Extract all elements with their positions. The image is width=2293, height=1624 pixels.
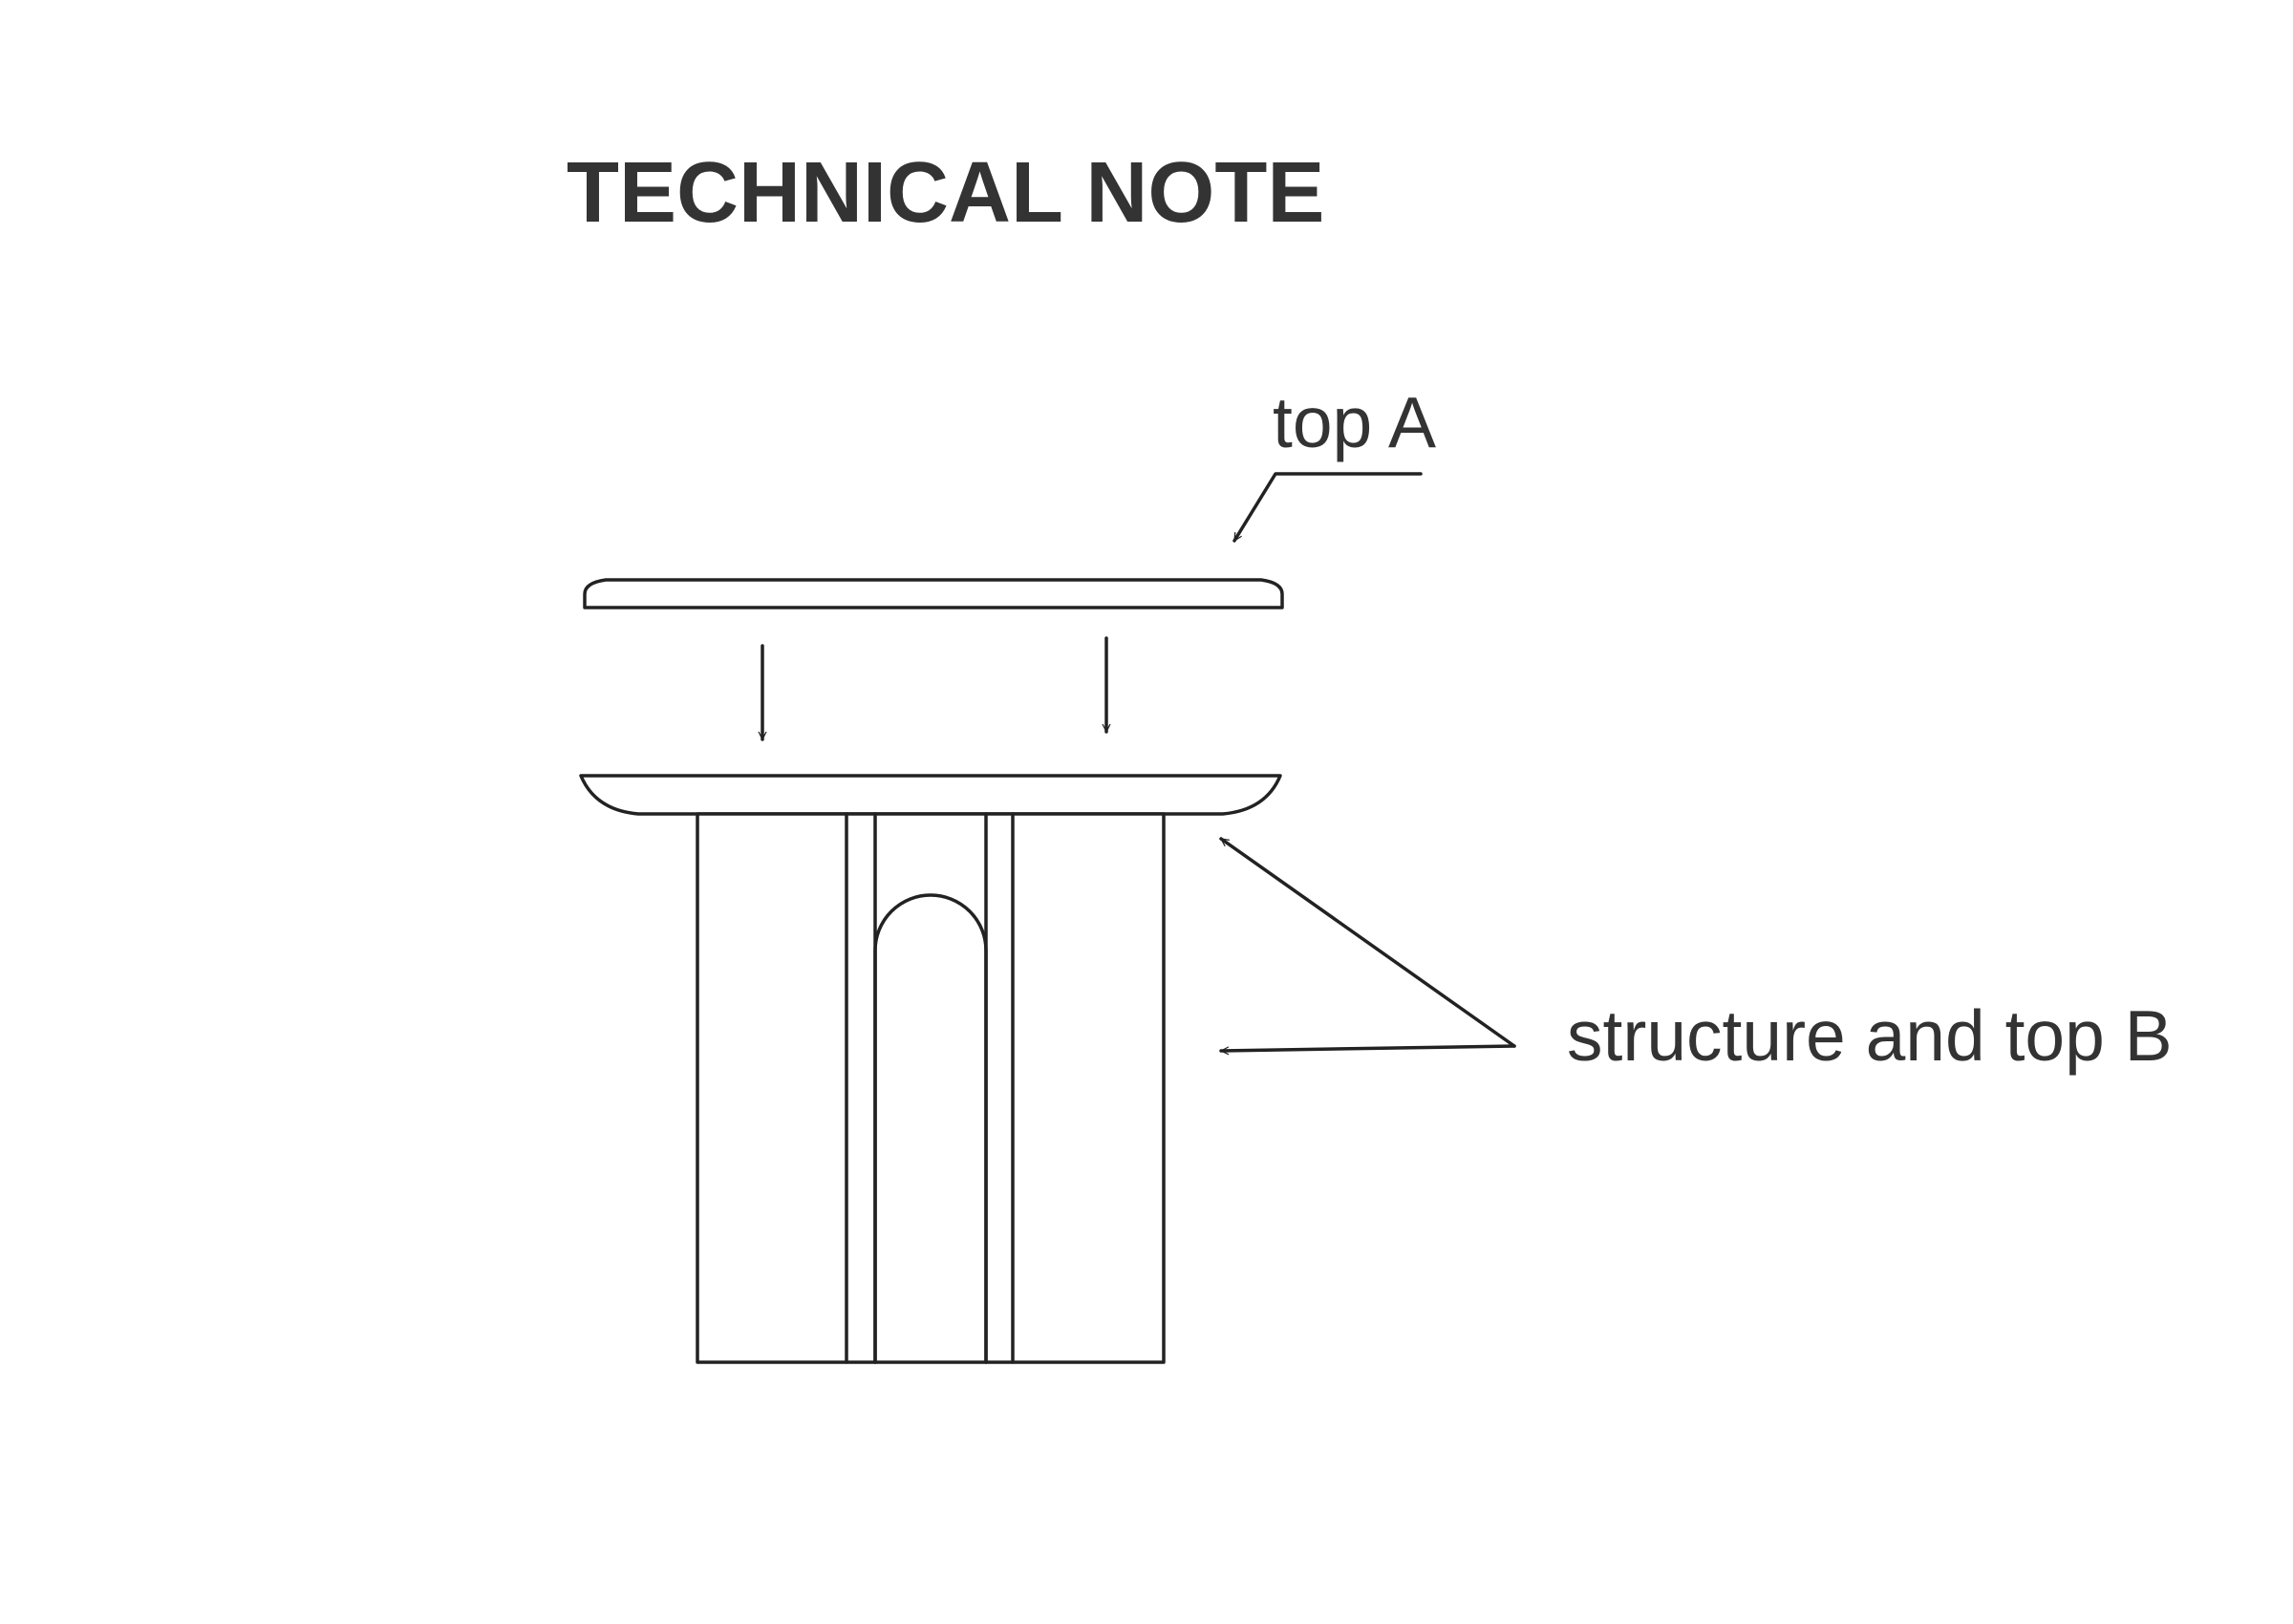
structure-body	[696, 812, 1166, 1364]
top-b-plate	[579, 774, 1282, 816]
structure-leader-arrow-lower	[1219, 1044, 1516, 1051]
structure-leader-arrow-upper	[1219, 837, 1516, 1048]
top-a-leader-arrow	[1232, 472, 1423, 543]
structure-arch-opening	[873, 893, 988, 1364]
label-top-a: top A	[1273, 382, 1436, 462]
label-structure-and-top-b: structure and top B	[1567, 995, 2173, 1076]
top-a-plate	[583, 578, 1284, 609]
page-title: TECHNICAL NOTE	[567, 145, 1324, 241]
